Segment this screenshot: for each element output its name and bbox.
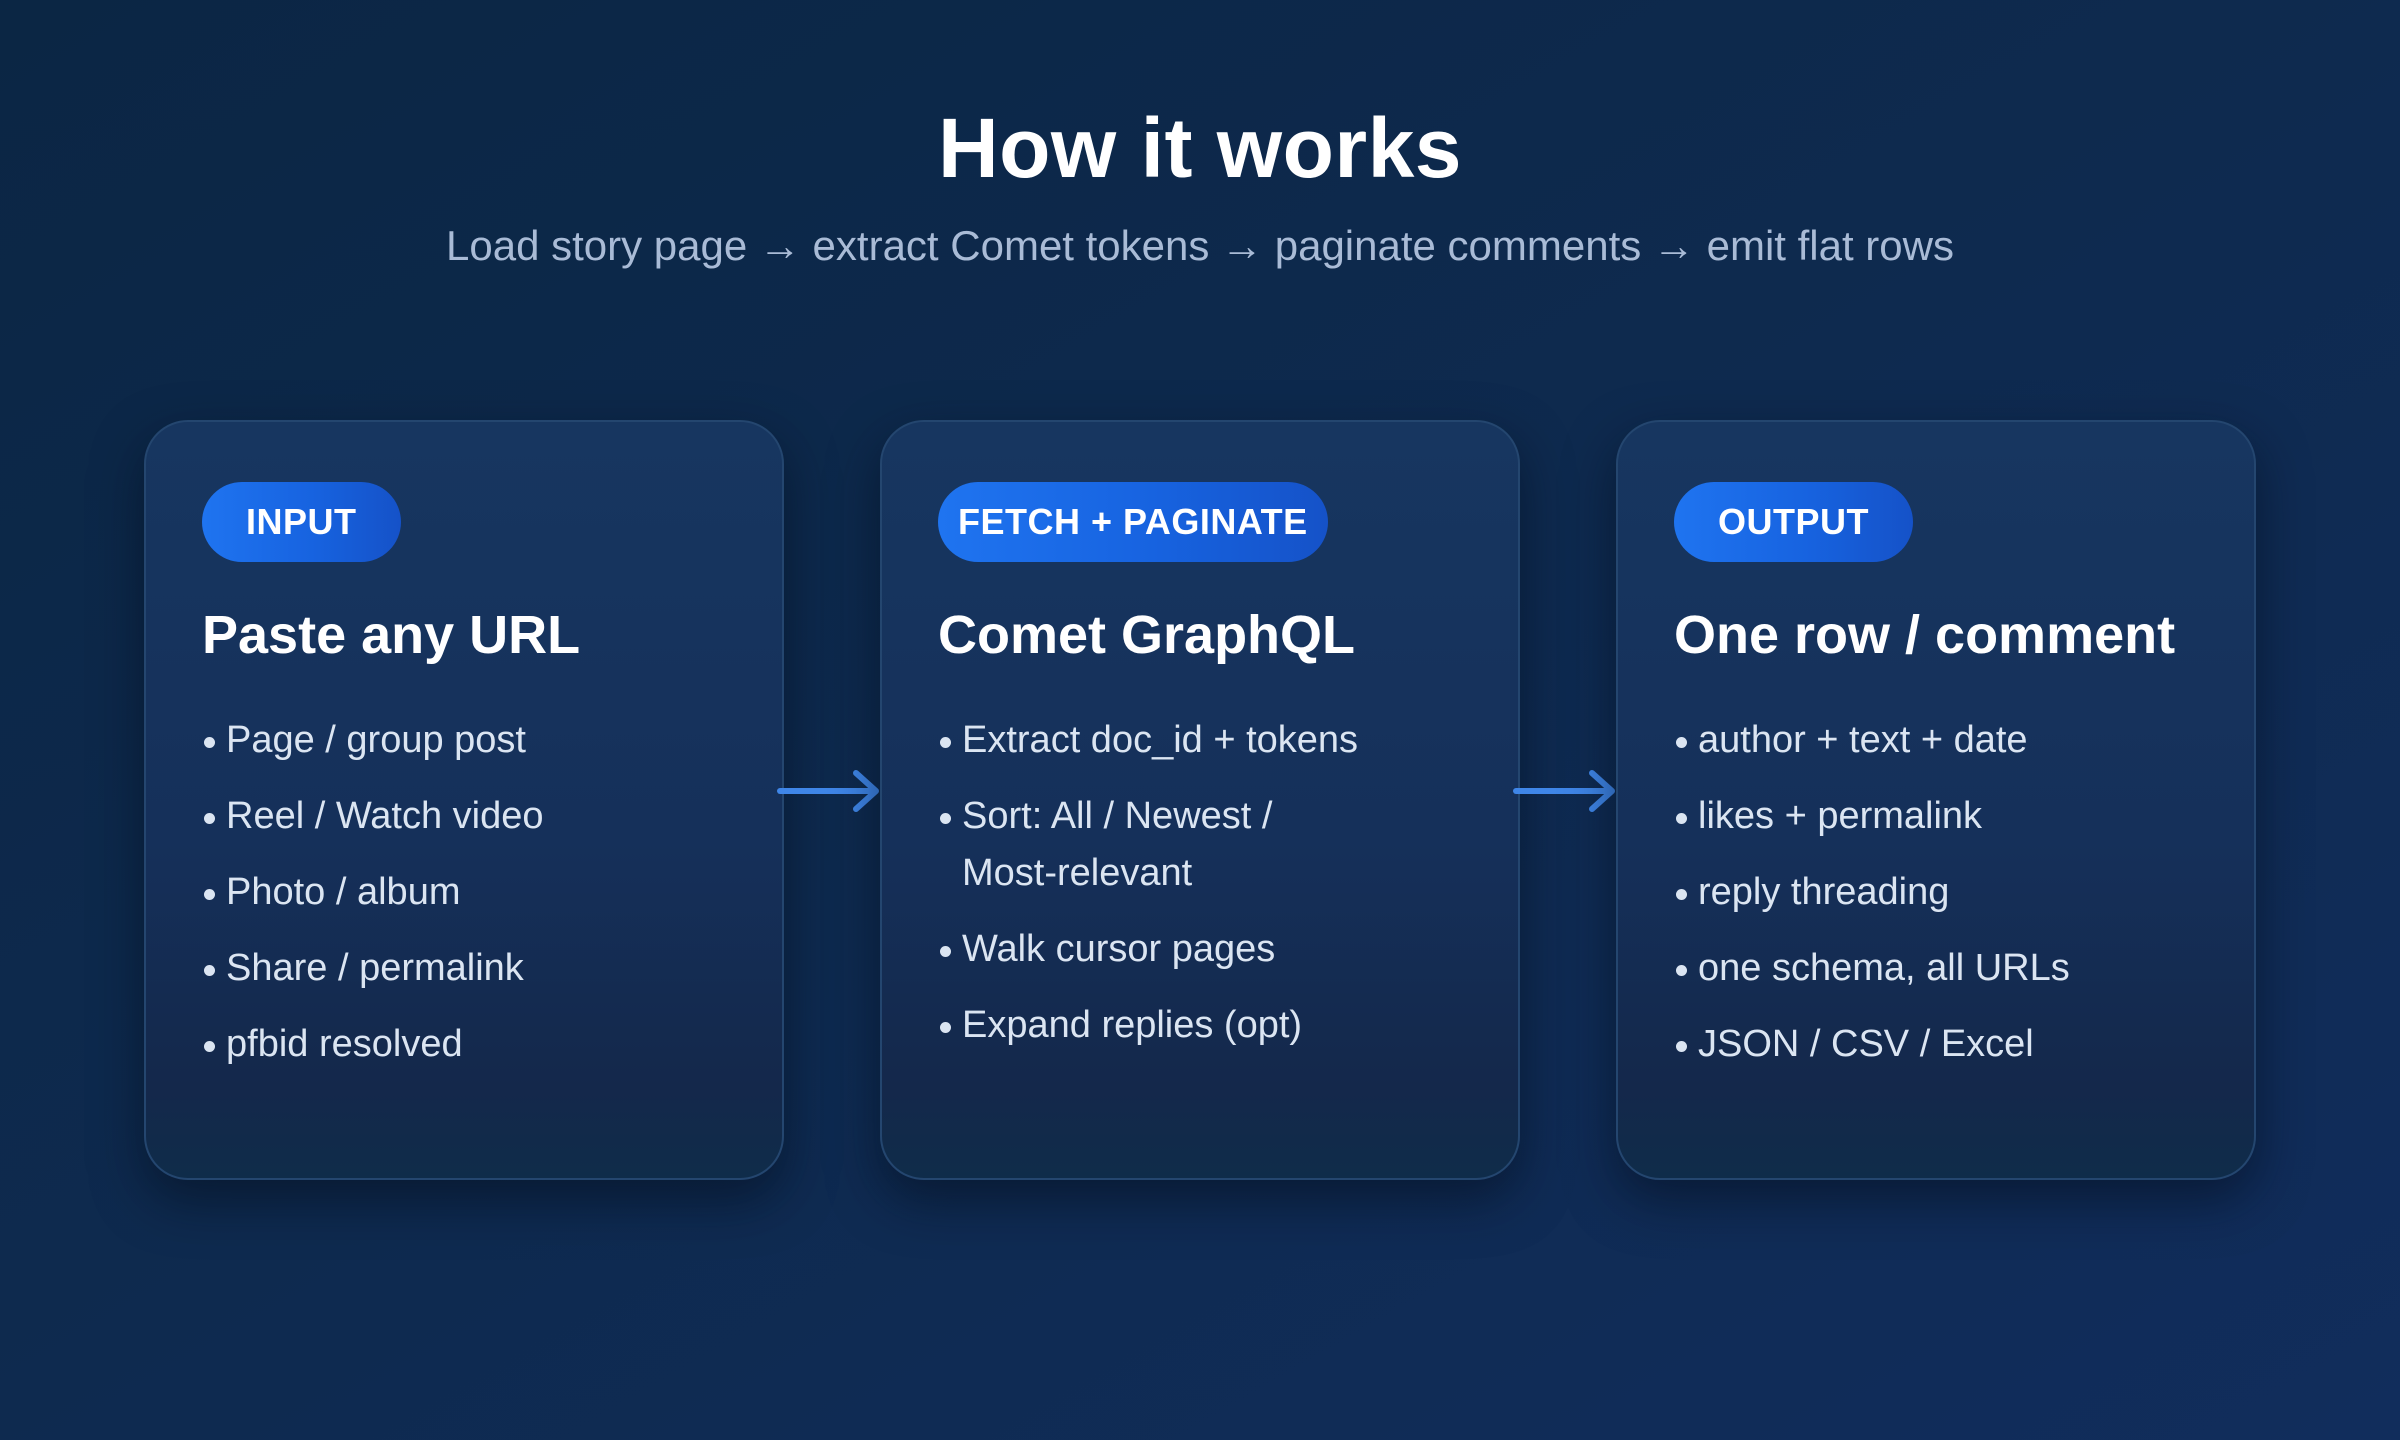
step-item-list: author + text + date likes + permalink r…: [1674, 712, 2234, 1092]
page-title: How it works: [937, 101, 1463, 195]
list-item: Expand replies (opt): [938, 997, 1498, 1054]
list-item: Share / permalink: [202, 940, 762, 997]
list-item: JSON / CSV / Excel: [1674, 1016, 2234, 1073]
arrow-right-icon: [777, 770, 879, 812]
step-title: Paste any URL: [202, 605, 581, 665]
step-title: Comet GraphQL: [938, 605, 1356, 665]
arrow-right-icon: [1513, 770, 1615, 812]
step-card-output: OUTPUT One row / comment author + text +…: [1616, 420, 2256, 1180]
list-item: Walk cursor pages: [938, 921, 1498, 978]
step-card-fetch: FETCH + PAGINATE Comet GraphQL Extract d…: [880, 420, 1520, 1180]
step-item-list: Extract doc_id + tokens Sort: All / Newe…: [938, 712, 1498, 1073]
list-item: Page / group post: [202, 712, 762, 769]
step-badge: FETCH + PAGINATE: [938, 482, 1328, 562]
step-title: One row / comment: [1674, 605, 2176, 665]
list-item: author + text + date: [1674, 712, 2234, 769]
page-subtitle: Load story page → extract Comet tokens →…: [446, 222, 1954, 269]
list-item: likes + permalink: [1674, 788, 2234, 845]
list-item: one schema, all URLs: [1674, 940, 2234, 997]
step-card-input: INPUT Paste any URL Page / group post Re…: [144, 420, 784, 1180]
list-item: Reel / Watch video: [202, 788, 762, 845]
list-item: Sort: All / Newest / Most-relevant: [938, 788, 1298, 902]
list-item: reply threading: [1674, 864, 2234, 921]
list-item: pfbid resolved: [202, 1016, 762, 1073]
step-badge: OUTPUT: [1674, 482, 1913, 562]
list-item: Extract doc_id + tokens: [938, 712, 1498, 769]
list-item: Photo / album: [202, 864, 762, 921]
step-badge: INPUT: [202, 482, 401, 562]
step-item-list: Page / group post Reel / Watch video Pho…: [202, 712, 762, 1092]
